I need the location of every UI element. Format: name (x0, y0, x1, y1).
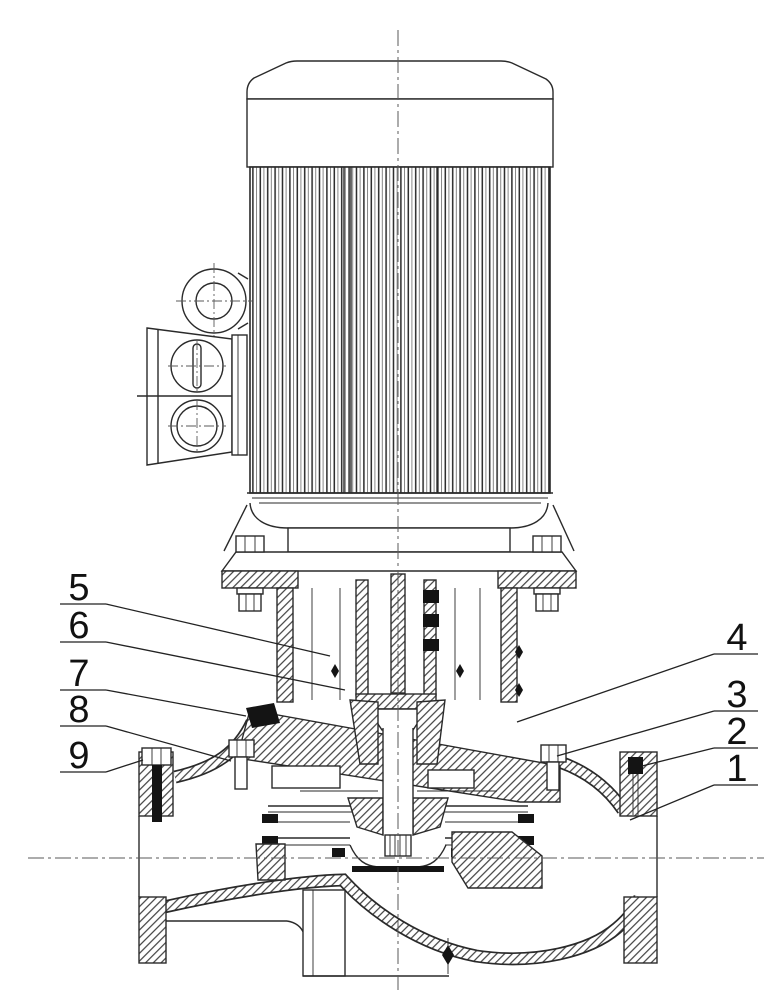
callout-6: 6 (60, 605, 346, 691)
vent-marker (331, 664, 339, 678)
discharge-flange-bottom (623, 896, 658, 964)
support-foot (302, 889, 454, 977)
coupling-set-screw (423, 639, 439, 651)
motor-flange (220, 551, 578, 572)
wear-ring (332, 848, 345, 857)
flange-ring-left (221, 570, 299, 589)
seal-housing-right (416, 699, 446, 765)
callout-label: 4 (726, 617, 747, 659)
seal-housing-left (349, 699, 379, 765)
cover-bolt-left (228, 739, 255, 790)
end-bell-skirt-right (552, 504, 575, 552)
lantern-wall-right (500, 587, 518, 703)
suction-flange-bottom (138, 896, 167, 964)
coupling-half-left (355, 579, 369, 696)
callout-label: 9 (68, 735, 89, 777)
callout-label: 6 (68, 605, 89, 647)
wear-ring (518, 814, 534, 823)
callout-5: 5 (60, 567, 331, 657)
wall-marker (515, 645, 523, 659)
box-mount-plate (231, 334, 248, 456)
wear-ring (262, 836, 278, 845)
coupling-set-screw (423, 590, 439, 603)
discharge-flange-bolt (628, 757, 643, 815)
foot-body (302, 889, 346, 977)
vent-marker (456, 664, 464, 678)
wear-ring (518, 836, 534, 845)
boss-lug (237, 322, 249, 330)
centerlines (28, 30, 764, 990)
callout-label: 8 (68, 689, 89, 731)
boss-lug (237, 272, 249, 280)
motor-flange-bolt-right (532, 535, 562, 612)
flange-ring-right (497, 570, 577, 589)
motor-cooling-fins (249, 166, 551, 494)
drain-plug (442, 945, 454, 965)
volute-cutwater (451, 831, 543, 889)
wall-marker (515, 683, 523, 697)
cover-bolt-right (540, 744, 567, 791)
impeller-hub-left (347, 797, 384, 836)
suction-flange (138, 747, 174, 964)
motor-top-cap (246, 60, 554, 100)
suction-inner-line (286, 920, 305, 935)
coupling-set-screw (423, 614, 439, 627)
casing-walls (162, 719, 647, 966)
callout-label: 3 (726, 674, 747, 716)
discharge-flange (619, 751, 658, 964)
callout-label: 7 (68, 653, 89, 695)
motor-upper-band (246, 98, 554, 168)
volute-bottom-wall (162, 875, 645, 964)
casing-seat (255, 843, 286, 881)
callout-label: 2 (726, 711, 747, 753)
end-bell-skirt-left (223, 504, 248, 552)
callout-9: 9 (60, 735, 144, 777)
suction-flange-bolt (141, 747, 172, 822)
seal-flush-plug (246, 703, 280, 728)
cover-window-left (271, 765, 341, 789)
electric-motor (220, 60, 578, 572)
callout-8: 8 (60, 689, 232, 762)
motor-end-bell (249, 502, 549, 529)
wear-ring (262, 814, 278, 823)
callout-2: 2 (641, 711, 758, 767)
motor-neck (287, 527, 511, 553)
impeller-hub-right (412, 797, 449, 836)
callouts: 5 6 7 8 9 4 3 2 (60, 567, 758, 821)
callout-4: 4 (516, 617, 758, 723)
callout-1: 1 (629, 748, 758, 821)
callout-3: 3 (556, 674, 758, 757)
callout-label: 5 (68, 567, 89, 609)
callout-7: 7 (60, 653, 247, 717)
callout-label: 1 (726, 748, 747, 790)
cover-window-right (427, 769, 475, 789)
terminal-box (137, 263, 252, 466)
upper-right-wall (558, 757, 627, 813)
motor-flange-bolt-left (235, 535, 265, 612)
